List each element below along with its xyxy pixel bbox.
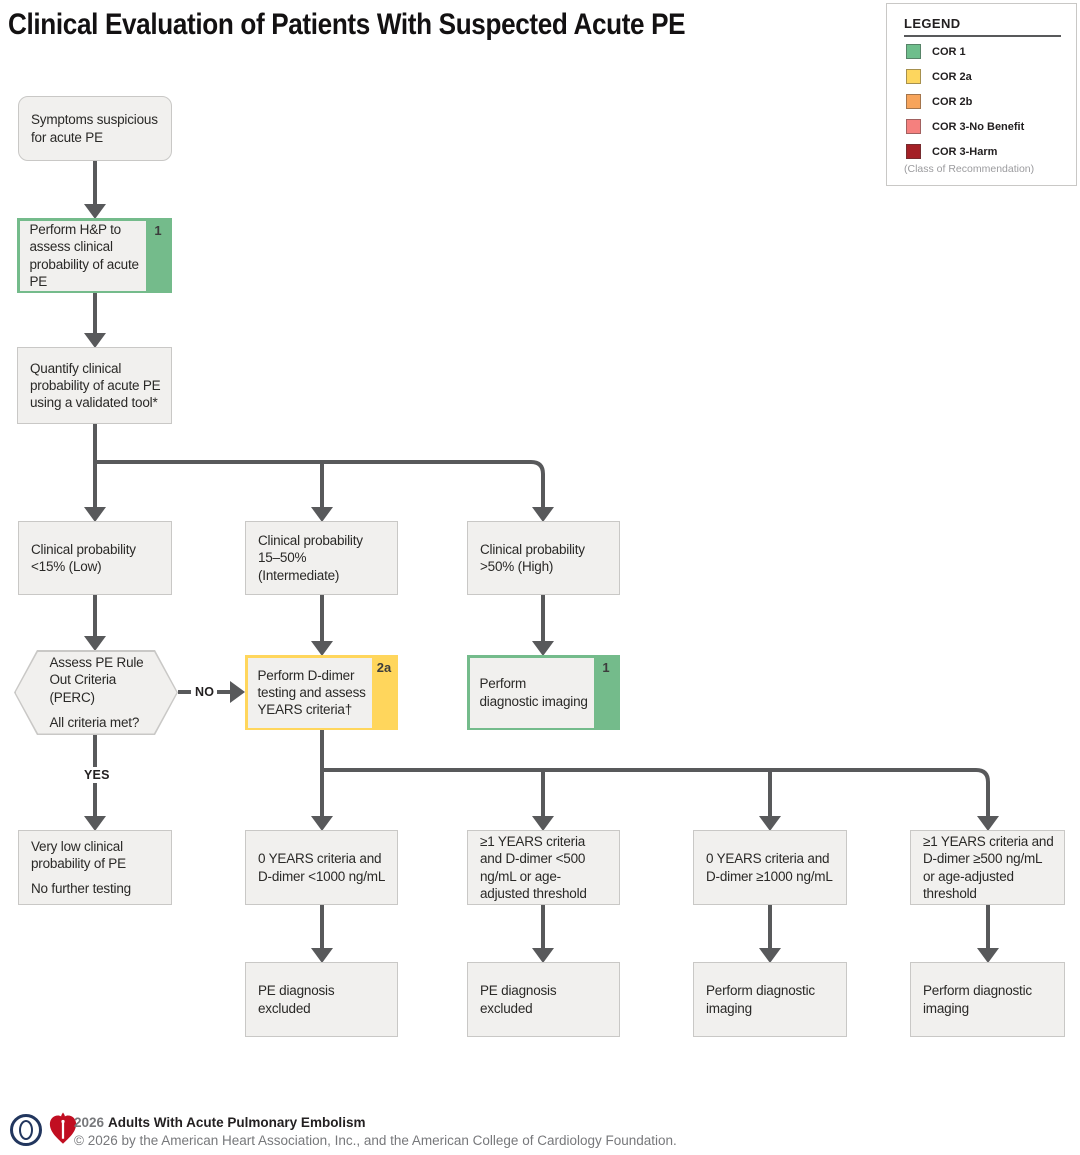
node-imaging-1-text: Perform diagnostic imaging: [706, 983, 815, 1016]
aha-heart-torch-icon: [49, 1112, 77, 1144]
node-very-low-line2: No further testing: [31, 880, 131, 896]
legend-item-cor2b: COR 2b: [906, 94, 972, 109]
node-ddimer-text: Perform D-dimer testing and assess YEARS…: [257, 667, 366, 718]
node-excluded-2: PE diagnosis excluded: [467, 962, 620, 1037]
node-perc-hexagon: Assess PE Rule Out Criteria (PERC) All c…: [14, 650, 178, 735]
cor2b-swatch: [906, 94, 921, 109]
node-imaging-high: Perform diagnostic imaging 1: [467, 655, 620, 730]
footer-year: 2026: [74, 1115, 105, 1130]
node-imaging-2-text: Perform diagnostic imaging: [923, 983, 1032, 1016]
acc-logo-icon: [10, 1114, 42, 1146]
node-years0-low: 0 YEARS criteria and D-dimer <1000 ng/mL: [245, 830, 398, 905]
footer-copyright: © 2026 by the American Heart Association…: [74, 1133, 677, 1148]
node-years1-low: ≥1 YEARS criteria and D-dimer <500 ng/mL…: [467, 830, 620, 905]
edge-label-yes: YES: [81, 767, 113, 783]
node-prob-high: Clinical probability >50% (High): [467, 521, 620, 595]
cor2b-label: COR 2b: [932, 95, 973, 108]
legend: LEGEND COR 1 COR 2a COR 2b COR 3-No Bene…: [886, 3, 1077, 186]
page-title: Clinical Evaluation of Patients With Sus…: [8, 8, 686, 41]
cor3-harm-label: COR 3-Harm: [932, 145, 998, 158]
legend-rule: [904, 35, 1061, 37]
node-quantify: Quantify clinical probability of acute P…: [17, 347, 172, 424]
legend-item-cor1: COR 1: [906, 44, 966, 59]
node-excluded-1-text: PE diagnosis excluded: [258, 983, 335, 1016]
node-prob-low: Clinical probability <15% (Low): [18, 521, 172, 595]
node-perc-line2: All criteria met?: [49, 714, 140, 730]
node-years1-high: ≥1 YEARS criteria and D-dimer ≥500 ng/mL…: [910, 830, 1065, 905]
node-ddimer: Perform D-dimer testing and assess YEARS…: [245, 655, 398, 730]
cor2a-label: COR 2a: [932, 70, 972, 83]
node-imaging-2: Perform diagnostic imaging: [910, 962, 1065, 1037]
node-prob-low-text: Clinical probability <15% (Low): [31, 541, 136, 574]
node-years1-high-text: ≥1 YEARS criteria and D-dimer ≥500 ng/mL…: [923, 834, 1054, 901]
node-prob-intermediate-text: Clinical probability 15–50% (Intermediat…: [258, 533, 363, 583]
node-perform-hp-text: Perform H&P to assess clinical probabili…: [29, 222, 140, 289]
node-excluded-1: PE diagnosis excluded: [245, 962, 398, 1037]
cor2a-swatch: [906, 69, 921, 84]
cor-tag-1: 1: [154, 223, 162, 238]
node-imaging-1: Perform diagnostic imaging: [693, 962, 847, 1037]
legend-item-cor3nb: COR 3-No Benefit: [906, 119, 1024, 134]
node-very-low-line1: Very low clinical probability of PE: [31, 839, 126, 872]
cor1-label: COR 1: [932, 45, 966, 58]
node-perc-line1: Assess PE Rule Out Criteria (PERC): [49, 655, 144, 705]
node-perform-hp: Perform H&P to assess clinical probabili…: [17, 218, 172, 293]
node-quantify-text: Quantify clinical probability of acute P…: [30, 360, 161, 411]
edge-label-no: NO: [192, 684, 218, 700]
legend-heading: LEGEND: [904, 16, 961, 31]
node-years1-low-text: ≥1 YEARS criteria and D-dimer <500 ng/mL…: [480, 834, 587, 901]
acc-logo-core: [19, 1120, 33, 1140]
node-prob-high-text: Clinical probability >50% (High): [480, 541, 585, 574]
node-excluded-2-text: PE diagnosis excluded: [480, 983, 557, 1016]
cor1-swatch: [906, 44, 921, 59]
cor-tag-1b: 1: [602, 660, 610, 675]
node-years0-high-text: 0 YEARS criteria and D-dimer ≥1000 ng/mL: [706, 851, 833, 884]
wire-splitter-top: [95, 460, 545, 508]
node-imaging-high-text: Perform diagnostic imaging: [479, 676, 588, 709]
node-symptoms: Symptoms suspicious for acute PE: [18, 96, 172, 161]
cor-tag-2a: 2a: [376, 660, 392, 675]
legend-item-cor3harm: COR 3-Harm: [906, 144, 997, 159]
footer-doc-title: Adults With Acute Pulmonary Embolism: [108, 1115, 366, 1130]
wire-splitter-bottom: [322, 768, 990, 817]
cor3-no-benefit-swatch: [906, 119, 921, 134]
node-years0-high: 0 YEARS criteria and D-dimer ≥1000 ng/mL: [693, 830, 847, 905]
node-years0-low-text: 0 YEARS criteria and D-dimer <1000 ng/mL: [258, 851, 386, 884]
cor3-no-benefit-label: COR 3-No Benefit: [932, 120, 1025, 133]
node-very-low: Very low clinical probability of PE No f…: [18, 830, 172, 905]
legend-item-cor2a: COR 2a: [906, 69, 972, 84]
arrowheads: [84, 204, 999, 963]
cor3-harm-swatch: [906, 144, 921, 159]
legend-caption: (Class of Recommendation): [904, 163, 1035, 175]
node-symptoms-text: Symptoms suspicious for acute PE: [31, 112, 158, 145]
node-prob-intermediate: Clinical probability 15–50% (Intermediat…: [245, 521, 398, 595]
